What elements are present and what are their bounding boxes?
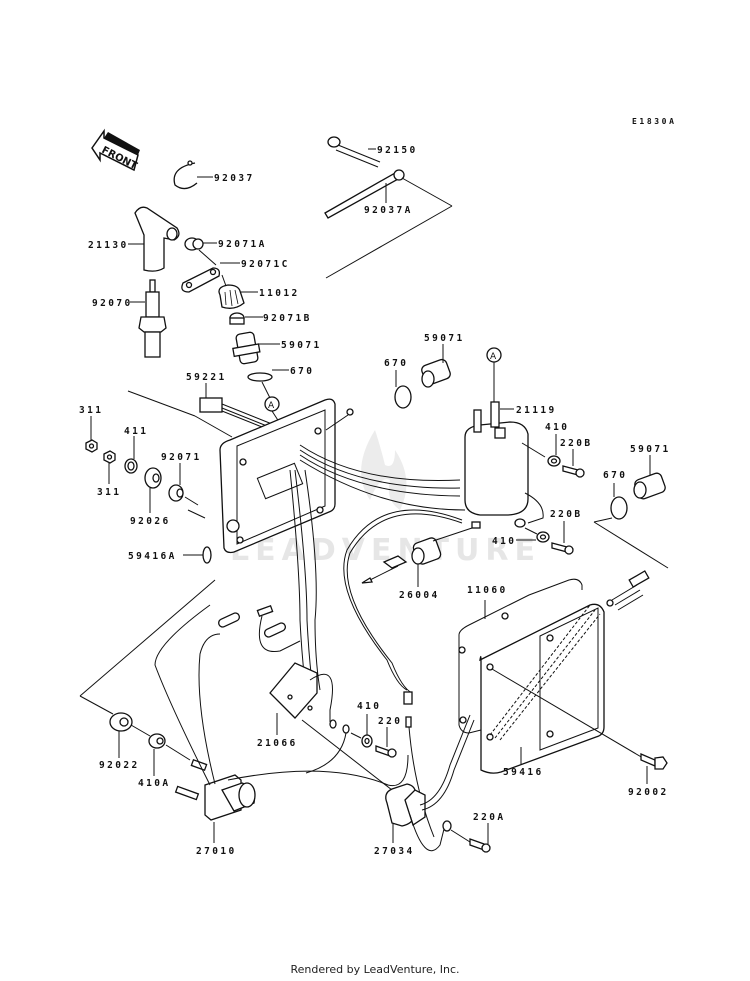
- label-59416: 59416: [503, 767, 544, 778]
- part-220B-screw-b: [551, 521, 574, 555]
- label-410-c: 410: [357, 701, 381, 712]
- label-410A: 410A: [138, 778, 170, 789]
- label-220: 220: [378, 716, 402, 727]
- svg-text:A: A: [268, 401, 275, 411]
- part-21066-regulator: [256, 604, 393, 791]
- part-92037-clip: [173, 160, 213, 190]
- label-92037: 92037: [214, 173, 255, 184]
- part-59416-box: [479, 570, 650, 774]
- watermark: LEADVENTURE: [230, 430, 541, 568]
- label-220A: 220A: [473, 812, 505, 823]
- footer-credit: Rendered by LeadVenture, Inc.: [290, 963, 460, 976]
- part-27034-switch: [385, 714, 475, 852]
- part-59416A-electric-box: [183, 398, 354, 564]
- part-11060-gasket: [458, 578, 583, 734]
- part-59071-fitting-right: [633, 455, 666, 500]
- reference-marker-a-right: A: [486, 347, 502, 402]
- label-92150: 92150: [377, 145, 418, 156]
- label-11060: 11060: [467, 585, 508, 596]
- part-670-oring-right: [593, 483, 669, 569]
- part-670-oring-mid: [394, 370, 412, 409]
- label-670-right: 670: [603, 470, 627, 481]
- part-21119-ignition-coil: [464, 401, 546, 528]
- label-11012: 11012: [259, 288, 300, 299]
- label-670-mid: 670: [384, 358, 408, 369]
- label-59416A: 59416A: [128, 551, 177, 562]
- label-27034: 27034: [374, 846, 415, 857]
- label-21066: 21066: [257, 738, 298, 749]
- leader-line: [79, 579, 216, 697]
- wire-connector: [403, 691, 435, 838]
- label-26004: 26004: [399, 590, 440, 601]
- label-27010: 27010: [196, 846, 237, 857]
- watermark-text: LEADVENTURE: [230, 533, 541, 568]
- part-92002-bolt: [640, 753, 668, 784]
- part-311-nut-b: [103, 450, 116, 484]
- label-92022: 92022: [99, 760, 140, 771]
- part-410-washer-b: [516, 527, 550, 543]
- label-220B-b: 220B: [550, 509, 582, 520]
- wiring-harness: [289, 444, 466, 694]
- label-21130: 21130: [88, 240, 129, 251]
- part-92026-grommet: [144, 467, 162, 513]
- svg-text:A: A: [490, 352, 497, 362]
- label-410-a: 410: [545, 422, 569, 433]
- part-92071-grommet: [168, 463, 199, 506]
- leader-line: [79, 695, 114, 715]
- label-92071A: 92071A: [218, 239, 267, 250]
- label-92071: 92071: [161, 452, 202, 463]
- label-21119: 21119: [516, 405, 557, 416]
- label-92071C: 92071C: [241, 259, 290, 270]
- part-410-washer-a: [547, 434, 561, 467]
- part-92071A: [184, 237, 217, 266]
- part-92037A-strap: [324, 169, 453, 279]
- part-220-screw: [375, 727, 397, 758]
- label-59071-mid: 59071: [424, 333, 465, 344]
- part-92150-bolt: [327, 136, 381, 168]
- part-26004-fitting: [361, 521, 481, 587]
- label-59071-right: 59071: [630, 444, 671, 455]
- part-220A-screw: [450, 823, 491, 853]
- part-220B-screw-a: [562, 449, 585, 478]
- front-arrow-icon: FRONT: [91, 128, 140, 172]
- label-220B-a: 220B: [560, 438, 592, 449]
- label-92070: 92070: [92, 298, 133, 309]
- label-59221: 59221: [186, 372, 227, 383]
- part-59221-connector: [127, 383, 278, 438]
- label-59071-top: 59071: [281, 340, 322, 351]
- part-59071-fitting-top: [232, 331, 280, 365]
- label-311-a: 311: [79, 405, 103, 416]
- part-27010-starter-relay: [154, 604, 409, 843]
- part-21130-plug-cap: [128, 206, 180, 272]
- part-670-oring-top: [247, 369, 289, 399]
- part-92071C-plate: [181, 262, 240, 293]
- part-92022-washer: [109, 712, 151, 758]
- label-311-b: 311: [97, 487, 121, 498]
- diagram-code: E1830A: [632, 117, 677, 126]
- part-11012-cap: [218, 274, 258, 309]
- label-670-top: 670: [290, 366, 314, 377]
- label-92037A: 92037A: [364, 205, 413, 216]
- label-410-b: 410: [492, 536, 516, 547]
- part-410-washer-c: [350, 714, 373, 748]
- label-92002: 92002: [628, 787, 669, 798]
- part-92070-spark-plug: [130, 279, 167, 358]
- label-92071B: 92071B: [263, 313, 312, 324]
- part-410A-washer: [148, 733, 191, 776]
- part-59071-fitting-mid: [421, 344, 451, 388]
- part-311-nut-a: [85, 416, 98, 453]
- part-411-washer: [124, 436, 138, 474]
- label-411: 411: [124, 426, 148, 437]
- label-92026: 92026: [130, 516, 171, 527]
- part-92071B: [229, 312, 263, 325]
